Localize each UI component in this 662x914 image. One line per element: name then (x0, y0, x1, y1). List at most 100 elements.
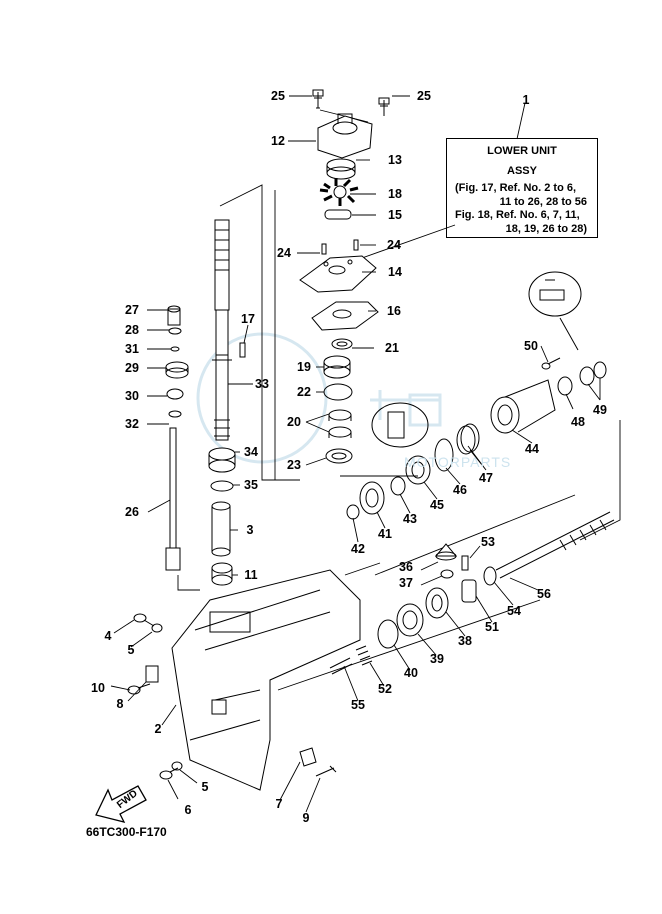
callout-30: 30 (125, 389, 139, 403)
callout-24b: 24 (387, 238, 401, 252)
shift-rod-26 (165, 427, 181, 571)
callout-28: 28 (125, 323, 139, 337)
nut-37 (440, 569, 454, 579)
watermark-text: MOTORPARTS (404, 454, 512, 470)
bolt-4 (133, 613, 155, 627)
shift-plunger-55 (329, 657, 353, 675)
callout-31: 31 (125, 342, 139, 356)
oring-22 (323, 383, 353, 401)
callout-19: 19 (297, 360, 311, 374)
callout-44: 44 (525, 442, 539, 456)
propeller-shaft-56 (495, 511, 615, 579)
bearing-housing-44 (490, 379, 556, 434)
bolt-25-right (378, 97, 390, 116)
spring-52 (355, 645, 373, 666)
callout-10: 10 (91, 681, 105, 695)
callout-8: 8 (116, 697, 124, 711)
seal-21 (331, 338, 353, 350)
callout-56: 56 (537, 587, 551, 601)
callout-5a: 5 (127, 643, 135, 657)
trim-tab-7 (299, 747, 317, 767)
callout-51: 51 (485, 620, 499, 634)
callout-16: 16 (387, 304, 401, 318)
oring-35 (210, 480, 234, 492)
callout-47: 47 (479, 471, 493, 485)
callout-38: 38 (458, 634, 472, 648)
oil-seals-20 (328, 409, 352, 438)
callout-20: 20 (287, 415, 301, 429)
callout-7: 7 (275, 797, 283, 811)
screw-9 (315, 765, 337, 777)
shim-40 (377, 619, 399, 649)
cross-pin-54 (483, 566, 497, 586)
callout-54: 54 (507, 604, 521, 618)
leader-lines (110, 95, 601, 813)
needle-bearing-11 (211, 562, 233, 586)
sleeve-3 (211, 501, 231, 557)
oring-46 (434, 438, 454, 472)
seal-detail-bubble (371, 402, 429, 448)
pin-17 (239, 342, 246, 358)
callout-35: 35 (244, 478, 258, 492)
watermark-logo (196, 332, 442, 464)
callout-9: 9 (302, 811, 310, 825)
box-subtitle: ASSY (507, 164, 537, 177)
callout-13: 13 (388, 153, 402, 167)
anode-8 (145, 665, 159, 683)
washer-5b (171, 761, 183, 771)
clutch-51 (461, 579, 477, 603)
reverse-gear-38 (425, 587, 449, 619)
callout-37: 37 (399, 576, 413, 590)
callout-12: 12 (271, 134, 285, 148)
bolt-50 (541, 357, 561, 370)
lower-case-2 (171, 569, 361, 791)
oring-30 (166, 388, 184, 400)
shim-39 (396, 603, 424, 637)
dowel-pins-24 (321, 239, 359, 255)
callout-4: 4 (104, 629, 112, 643)
orings-47 (456, 423, 480, 455)
housing-19 (323, 355, 351, 379)
callout-32: 32 (125, 417, 139, 431)
box-line-6: 18, 19, 26 to 28) (505, 222, 587, 235)
callout-25a: 25 (271, 89, 285, 103)
callout-5b: 5 (201, 780, 209, 794)
grommet-27 (167, 305, 181, 326)
bearing-23 (325, 448, 353, 464)
callout-40: 40 (404, 666, 418, 680)
bolt-6 (159, 767, 179, 780)
callout-15: 15 (388, 208, 402, 222)
callout-46: 46 (453, 483, 467, 497)
callout-33: 33 (255, 377, 269, 391)
needle-bearing-48 (557, 376, 573, 396)
pin-53 (461, 555, 469, 571)
gasket-15 (324, 209, 352, 220)
bolt-25-left (312, 89, 324, 109)
callout-45: 45 (430, 498, 444, 512)
callout-25b: 25 (417, 89, 431, 103)
callout-21: 21 (385, 341, 399, 355)
callout-43: 43 (403, 512, 417, 526)
bearing-45 (405, 455, 431, 485)
forward-gear-41 (359, 481, 385, 515)
fwd-arrow-icon (95, 785, 147, 823)
callout-49: 49 (593, 403, 607, 417)
insert-cartridge-13 (326, 158, 356, 180)
outer-plate-14 (299, 255, 377, 293)
bearing-34 (208, 447, 236, 473)
callout-22: 22 (297, 385, 311, 399)
water-pump-housing (317, 113, 373, 159)
callout-41: 41 (378, 527, 392, 541)
callout-1: 1 (522, 93, 530, 107)
callout-39: 39 (430, 652, 444, 666)
callout-55: 55 (351, 698, 365, 712)
callout-26: 26 (125, 505, 139, 519)
callout-36: 36 (399, 560, 413, 574)
box-line-3: (Fig. 17, Ref. No. 2 to 6, (455, 182, 577, 194)
washer-32 (168, 410, 182, 418)
callout-53: 53 (481, 535, 495, 549)
drive-shaft-33 (212, 219, 232, 441)
callout-24a: 24 (277, 246, 291, 260)
seals-49 (579, 361, 607, 386)
